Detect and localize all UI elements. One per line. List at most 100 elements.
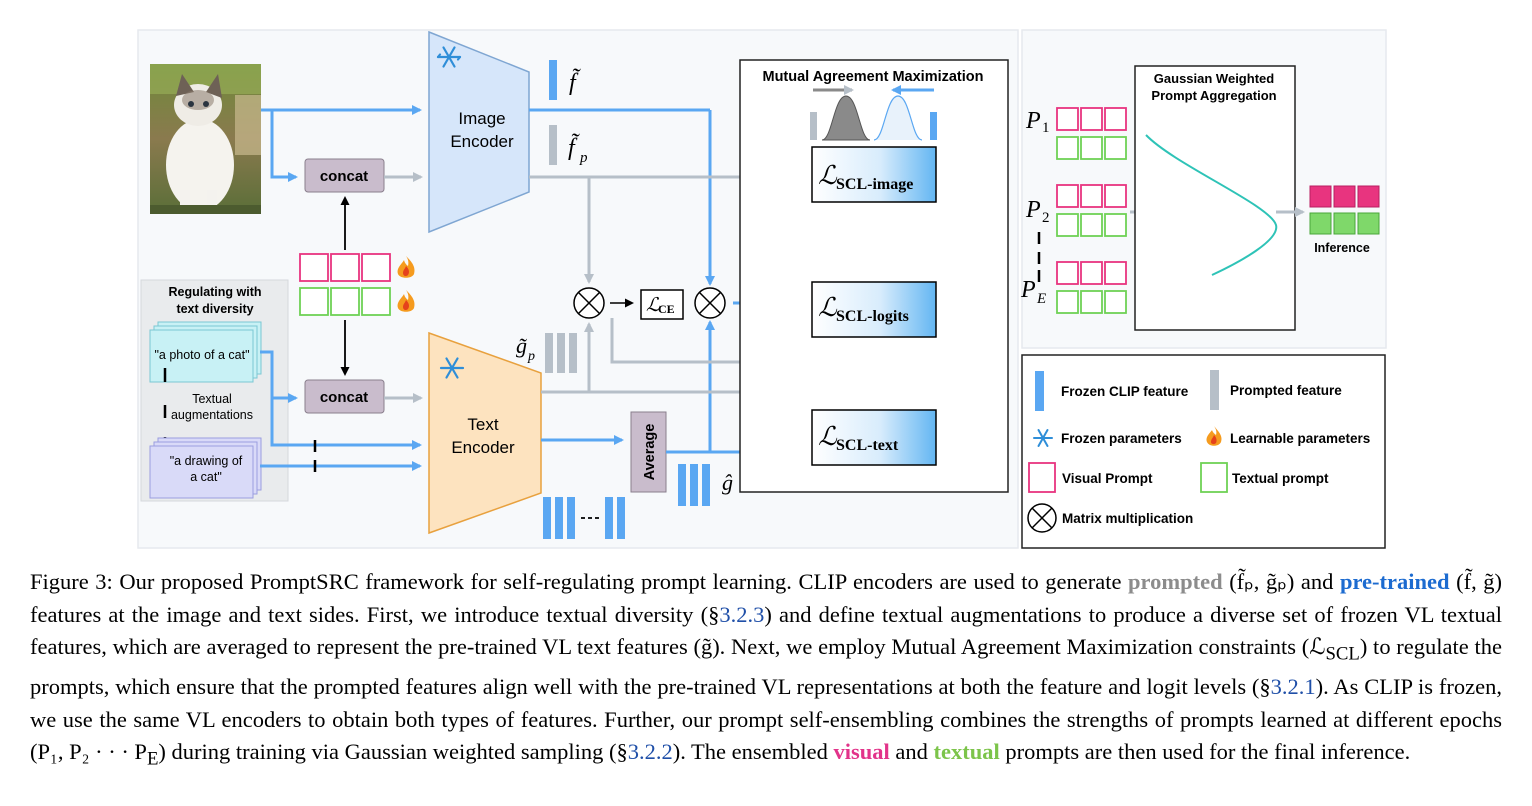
legend-matmul: Matrix multiplication — [1062, 511, 1193, 526]
text-encoder-label-2: Encoder — [451, 438, 515, 457]
legend-textual-prompt: Textual prompt — [1232, 471, 1329, 486]
image-encoder-label: Image — [458, 109, 505, 128]
inference-textual-prompt — [1309, 212, 1380, 235]
snowflake-icon — [439, 357, 465, 379]
caption-text-6: ). As CLIP is frozen, we use the same VL… — [30, 674, 1502, 765]
gwpa-box — [1134, 65, 1296, 331]
matmul-circle-left — [573, 287, 605, 319]
caption-text-5: ) to regulate the prompts, which ensure … — [30, 634, 1502, 700]
caption-text-10: prompts are then used for the final infe… — [999, 739, 1411, 765]
caption-ref-323[interactable]: 3.2.3 — [719, 601, 765, 627]
fire-icon — [397, 256, 415, 278]
legend-frozen-params: Frozen parameters — [1061, 431, 1182, 446]
pe-sub: E — [1036, 291, 1046, 307]
snowflake-icon — [1033, 429, 1053, 447]
gaussian-curve — [810, 85, 937, 141]
p1-textual-boxes — [1056, 136, 1127, 160]
gwpa-label-2: Prompt Aggregation — [1151, 88, 1276, 103]
gwpa-label: Gaussian Weighted — [1154, 71, 1274, 86]
p1-label: P — [1025, 108, 1041, 134]
caption-textual: textual — [933, 739, 1000, 765]
loss-text-sub: SCL-text — [836, 437, 899, 454]
matmul-circle-right — [694, 287, 726, 319]
p2-label: P — [1025, 197, 1041, 223]
inference-label: Inference — [1314, 241, 1370, 255]
caption-text-8: ). The ensembled — [672, 739, 834, 765]
p2-sub: 2 — [1042, 210, 1050, 226]
text-card-drawing — [149, 445, 254, 499]
textual-prompt-boxes — [299, 287, 391, 316]
average-label: Average — [642, 424, 658, 481]
cat-photo — [150, 64, 261, 214]
g-p-sub: p — [527, 349, 535, 364]
g-hat-label: ĝ — [722, 470, 733, 495]
caption-pe-sub: E — [146, 748, 159, 770]
concat-bottom-label: concat — [320, 389, 368, 406]
text-card-drawing-label: "a drawing of — [170, 454, 243, 468]
fire-icon — [397, 290, 415, 312]
loss-scl-logits-box — [811, 281, 937, 338]
legend-frozen-clip: Frozen CLIP feature — [1061, 384, 1189, 399]
textual-aug-label: Textual — [192, 392, 232, 406]
mam-title: Mutual Agreement Maximization — [762, 69, 983, 85]
loss-ce-sub: CE — [658, 302, 675, 316]
g-p-label: g̃ — [516, 333, 527, 358]
text-card-photo — [149, 329, 254, 383]
caption-pretrained: pre-trained — [1339, 569, 1450, 594]
legend-visual-prompt: Visual Prompt — [1062, 471, 1153, 486]
text-card-photo-label: "a photo of a cat" — [154, 348, 249, 362]
caption-text-3: (f̃, g̃) features at the image and text … — [30, 569, 1502, 627]
caption-text-4: ) and define textual augmentations to pr… — [30, 601, 1502, 660]
averaged-text-feature — [678, 464, 710, 506]
textual-aug-label-2: augmentations — [171, 408, 253, 422]
caption-visual: visual — [833, 739, 890, 765]
caption-fig-label: Figure 3: — [30, 569, 113, 594]
legend-prompted-feature: Prompted feature — [1230, 383, 1342, 398]
text-card-drawing-label-2: a cat" — [190, 470, 222, 484]
image-encoder-label-2: Encoder — [450, 132, 514, 151]
legend-textual-swatch — [1200, 462, 1228, 493]
inference-visual-prompt — [1309, 185, 1380, 208]
caption-text-7: ) during training via Gaussian weighted … — [158, 739, 628, 765]
visual-prompt-boxes — [299, 253, 391, 282]
loss-ce-script: ℒ — [646, 295, 661, 316]
snowflake-icon — [436, 46, 462, 68]
legend-learnable-params: Learnable parameters — [1230, 431, 1370, 446]
legend-panel — [1021, 354, 1386, 549]
image-encoder — [428, 30, 530, 234]
f-p-sub: p — [579, 150, 588, 166]
gaussian-curve — [1145, 134, 1278, 276]
frozen-image-feature — [549, 60, 557, 100]
framework-figure: Image Encoder Text Encoder concat concat… — [137, 29, 1387, 549]
average-box — [630, 411, 667, 493]
loss-scl-text-box — [811, 409, 937, 466]
loss-logits-sub: SCL-logits — [836, 308, 909, 325]
prompted-text-features — [545, 333, 577, 373]
legend-frozen-swatch — [1035, 371, 1044, 411]
figure-caption: Figure 3: Our proposed PromptSRC framewo… — [30, 566, 1502, 777]
loss-image-sub: SCL-image — [836, 176, 913, 193]
matmul-icon — [1027, 503, 1057, 533]
caption-text-2: (f̃ₚ, g̃ₚ) and — [1222, 569, 1340, 594]
loss-text-script: ℒ — [818, 422, 838, 451]
legend-prompted-swatch — [1210, 370, 1219, 410]
regulating-label-2: text diversity — [176, 302, 253, 316]
caption-text-1: Our proposed PromptSRC framework for sel… — [112, 569, 1129, 594]
pe-textual-boxes — [1056, 290, 1127, 314]
p1-sub: 1 — [1042, 120, 1050, 136]
caption-scl-sub: SCL — [1325, 643, 1360, 665]
loss-scl-image-box — [811, 146, 937, 203]
text-encoder — [428, 331, 542, 535]
pe-visual-boxes — [1056, 261, 1127, 285]
frozen-text-features — [543, 497, 625, 539]
p2-textual-boxes — [1056, 213, 1127, 237]
loss-image-script: ℒ — [818, 161, 838, 190]
p1-visual-boxes — [1056, 107, 1127, 131]
prompted-image-feature — [549, 125, 557, 165]
caption-ref-322[interactable]: 3.2.2 — [627, 739, 673, 765]
caption-text-9: and — [889, 739, 934, 765]
legend-visual-swatch — [1028, 462, 1056, 493]
caption-ref-321[interactable]: 3.2.1 — [1270, 674, 1316, 700]
pe-label: P — [1020, 277, 1036, 303]
loss-logits-script: ℒ — [818, 293, 838, 322]
